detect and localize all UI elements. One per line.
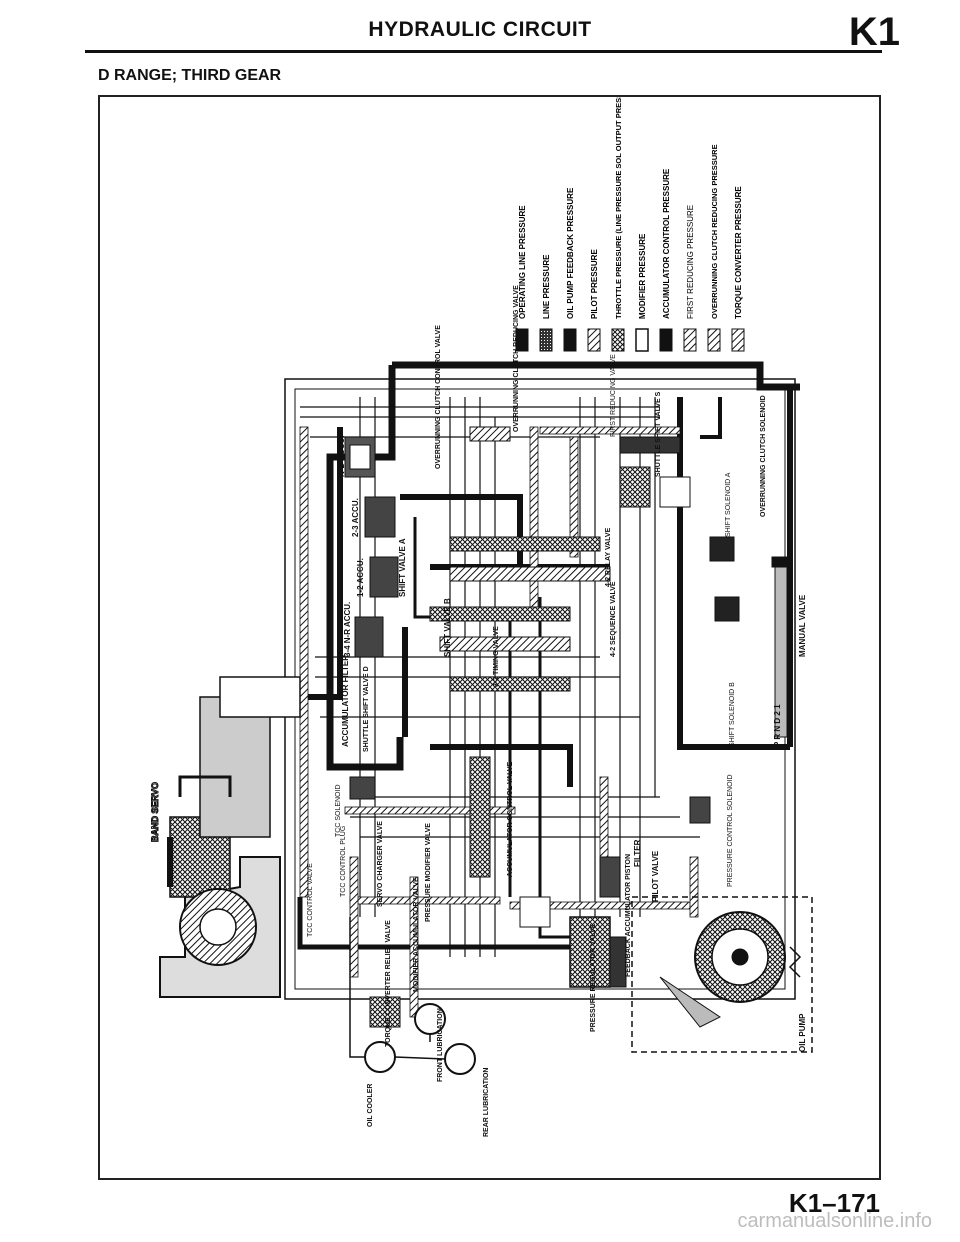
shift-valve-b-label: SHIFT VALVE B [443, 598, 452, 657]
legend-swatch-operating-line [515, 328, 529, 352]
legend-label: TORQUE CONVERTER PRESSURE [734, 186, 743, 319]
legend-swatch-first-reducing [683, 328, 697, 352]
tcc-control-plug-label: TCC CONTROL PLUG [340, 826, 347, 897]
legend-label: FIRST REDUCING PRESSURE [686, 205, 695, 319]
legend-swatch-pilot [587, 328, 601, 352]
band-servo-label: BAND SERVO [150, 782, 160, 842]
overrunning-clutch-reducing-valve-label: OVERRUNNING CLUTCH REDUCING VALVE [513, 285, 520, 432]
shift-solenoid-b-label: SHIFT SOLENOID B [729, 682, 736, 747]
accumulator-control-valve-label: ACCUMULATOR CONTROL VALVE [507, 761, 514, 877]
legend-swatch-oil-pump-feedback [563, 328, 577, 352]
header-rule [85, 50, 882, 53]
first-reducing-valve-label: FIRST REDUCING VALVE [610, 354, 617, 437]
legend-swatch-overrunning-reducing [707, 328, 721, 352]
legend-label: THROTTLE PRESSURE (LINE PRESSURE SOL OUT… [614, 97, 623, 319]
tcc-control-valve-label: TCC CONTROL VALVE [307, 863, 314, 937]
legend-label: MODIFIER PRESSURE [638, 233, 647, 319]
accu-34-nr-label: 3-4 N-R ACCU. [343, 602, 352, 657]
page-number: K1–171 [788, 1188, 880, 1218]
overrunning-clutch-solenoid-label: OVERRUNNING CLUTCH SOLENOID [760, 395, 767, 517]
cooler-lube [349, 917, 476, 1075]
pilot-valve-label: PILOT VALVE [651, 850, 660, 902]
valves [344, 426, 791, 1028]
feedback-accumulator-piston-label: FEEDBACK ACCUMULATOR PISTON [625, 854, 632, 977]
legend-label: ACCUMULATOR CONTROL PRESSURE [662, 168, 671, 319]
pressure-regulator-valve-label: PRESSURE REGULATOR VALVE [590, 923, 597, 1032]
accu-23-label: 2-3 ACCU. [351, 498, 360, 537]
legend-label: LINE PRESSURE [542, 254, 551, 319]
tcc-solenoid-label: TCC SOLENOID [335, 784, 342, 837]
nd-accu-label: N-D ACCU. [337, 436, 346, 477]
page-header-title: HYDRAULIC CIRCUIT [368, 18, 592, 41]
shift-valve-a-label: SHIFT VALVE A [398, 538, 407, 597]
rear-lubrication-label: REAR LUBRICATION [483, 1068, 490, 1137]
legend-swatch-accumulator-control [659, 328, 673, 352]
section-code: K1 [848, 10, 900, 54]
watermark: carmanualsonline.info [737, 1210, 932, 1232]
legend-label: OPERATING LINE PRESSURE [518, 205, 527, 319]
servo-charger-valve-label: SERVO CHARGER VALVE [377, 821, 384, 907]
accu-12-label: 1-2 ACCU. [356, 558, 365, 597]
shift-solenoid-a-label: SHIFT SOLENOID A [725, 472, 732, 537]
transmission-section: BAND SERVO [150, 676, 301, 998]
component-labels: N-D ACCU. OVERRUNNING CLUTCH CONTROL VAL… [307, 285, 807, 1137]
torque-converter-relief-valve-label: TORQUE CONVERTER RELIEF VALVE [385, 920, 392, 1047]
front-lubrication-label: FRONT LUBRICATION [437, 1008, 444, 1082]
legend-swatch-line [539, 328, 553, 352]
manual-valve-label: MANUAL VALVE [798, 594, 807, 657]
oil-pump [631, 896, 813, 1053]
diagram-frame: OPERATING LINE PRESSURE LINE PRESSURE OI… [98, 74, 881, 1180]
legend-label: OVERRUNNING CLUTCH REDUCING PRESSURE [710, 144, 719, 319]
oil-pump-label: OIL PUMP [798, 1013, 807, 1052]
shuttle-shift-valve-s-label: SHUTTLE SHIFT VALVE S [655, 391, 662, 477]
legend-swatch-throttle [611, 328, 625, 352]
oil-cooler-label: OIL COOLER [367, 1084, 374, 1127]
legend-label: PILOT PRESSURE [590, 249, 599, 319]
legend-swatch-torque-converter [731, 328, 745, 352]
sequence-valve-42-label: 4-2 SEQUENCE VALVE [610, 581, 617, 657]
modifier-accumulator-valve-label: MODIFIER ACCUMULATOR VALVE [413, 877, 420, 992]
pressure-control-solenoid-label: PRESSURE CONTROL SOLENOID [727, 774, 734, 887]
overrunning-clutch-control-valve-label: OVERRUNNING CLUTCH CONTROL VALVE [435, 325, 442, 469]
legend-swatch-modifier [635, 328, 649, 352]
hydraulic-circuit-diagram: OPERATING LINE PRESSURE LINE PRESSURE OI… [150, 74, 813, 1137]
timing-valve-32-label: 3-2 TIMING VALVE [493, 626, 500, 687]
relay-valve-42-label: 4-2 RELAY VALVE [605, 527, 612, 587]
accumulator-filter-label: ACCUMULATOR FILTER [341, 655, 350, 747]
filter-label: FILTER [633, 839, 642, 867]
legend-label: OIL PUMP FEEDBACK PRESSURE [566, 187, 575, 319]
diagram-subtitle: D RANGE; THIRD GEAR [98, 67, 282, 84]
shuttle-shift-valve-d-label: SHUTTLE SHIFT VALVE D [363, 666, 370, 752]
range-positions-label: P R N D 2 1 [773, 704, 782, 747]
legend: OPERATING LINE PRESSURE LINE PRESSURE OI… [515, 74, 745, 352]
hatched-passages [299, 426, 699, 1018]
pressure-modifier-valve-label: PRESSURE MODIFIER VALVE [425, 823, 432, 922]
